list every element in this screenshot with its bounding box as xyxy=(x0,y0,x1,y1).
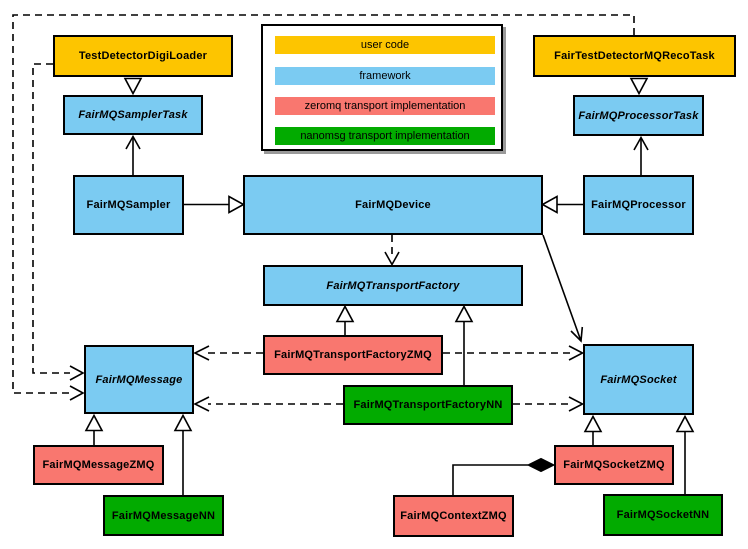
edge-sampler-uses-samplertask xyxy=(125,134,141,175)
legend-item-nanomsg: nanomsg transport implementation xyxy=(275,127,495,145)
edge-device-uses-socket xyxy=(542,234,584,343)
node-fairmqtransportfactoryzmq: FairMQTransportFactoryZMQ xyxy=(263,335,443,375)
edge-processor-inherits-device xyxy=(540,195,583,214)
node-fairmqsamplertask: FairMQSamplerTask xyxy=(63,95,203,135)
edge-socketzmq-composes-contextzmq xyxy=(452,457,556,495)
edge-sampler-inherits-device xyxy=(184,195,246,214)
legend-item-zeromq: zeromq transport implementation xyxy=(275,97,495,115)
node-fairmqtransportfactory: FairMQTransportFactory xyxy=(263,265,523,306)
node-fairmqsampler: FairMQSampler xyxy=(73,175,184,235)
edge-digiloader-inherits-samplertask xyxy=(123,77,143,96)
edge-recotask-inherits-processortask xyxy=(629,77,649,96)
node-fairmqmessage: FairMQMessage xyxy=(84,345,194,414)
legend: user code framework zeromq transport imp… xyxy=(261,24,503,151)
node-fairmqcontextzmq: FairMQContextZMQ xyxy=(393,495,514,537)
edge-processor-uses-processortask xyxy=(633,135,649,175)
edge-device-depends-transportfactory xyxy=(384,235,400,267)
node-fairmqprocessor: FairMQProcessor xyxy=(583,175,694,235)
node-fairmqprocessortask: FairMQProcessorTask xyxy=(573,95,704,136)
legend-item-framework: framework xyxy=(275,67,495,85)
edge-factorynn-inherits-transportfactory xyxy=(454,304,474,385)
node-fairmqdevice: FairMQDevice xyxy=(243,175,543,235)
edge-messagezmq-inherits-message xyxy=(84,413,104,445)
legend-item-user-code: user code xyxy=(275,36,495,54)
node-fairmqsocket: FairMQSocket xyxy=(583,344,694,415)
edge-socketzmq-inherits-socket xyxy=(583,414,603,445)
node-fairmqmessagezmq: FairMQMessageZMQ xyxy=(33,445,164,485)
node-fairmqmessagenn: FairMQMessageNN xyxy=(103,495,224,536)
edge-messagenn-inherits-message xyxy=(173,413,193,495)
edge-factorynn-depends-socket xyxy=(513,396,585,412)
edge-factorynn-depends-message xyxy=(193,396,343,412)
node-fairmqtransportfactorynn: FairMQTransportFactoryNN xyxy=(343,385,513,425)
edge-socketnn-inherits-socket xyxy=(675,414,695,494)
node-fairmqsocketnn: FairMQSocketNN xyxy=(603,494,723,536)
edge-factoryzmq-depends-message xyxy=(193,345,263,361)
edge-factoryzmq-inherits-transportfactory xyxy=(335,304,355,335)
edge-factoryzmq-depends-socket xyxy=(443,345,585,361)
node-fairmqsocketzmq: FairMQSocketZMQ xyxy=(554,445,674,485)
node-testdetectordigiloader: TestDetectorDigiLoader xyxy=(53,35,233,77)
node-fairtestdetectormqrecotask: FairTestDetectorMQRecoTask xyxy=(533,35,736,77)
